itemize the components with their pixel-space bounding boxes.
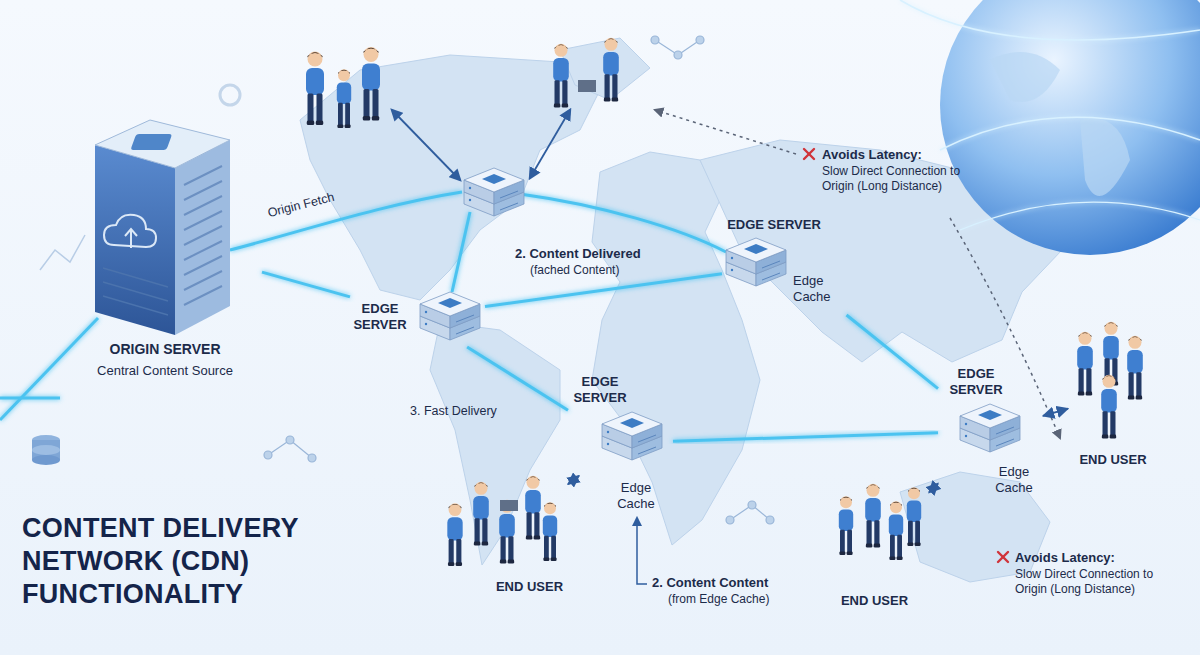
network-link [262,272,350,297]
annotation-label: (fached Content) [530,263,619,278]
network-node: EDGE SERVER Edge Cache [722,215,847,315]
annotation-label: 3. Fast Delivery [410,404,497,420]
cross-mark [804,149,1008,562]
annotation-label: 2. Content Content [652,575,768,591]
node-title: END USER [822,593,927,609]
leader-arrow [637,518,647,584]
annotation-label: Avoids Latency: [1015,550,1115,566]
edge-server-icons [420,168,1020,460]
network-node: END USER [822,478,929,614]
annotation-label: Slow Direct Connection to Origin (Long D… [822,164,967,194]
node-title: EDGE SERVER [946,366,1006,397]
node-title: ORIGIN SERVER [70,341,260,358]
annotation-label: (from Edge Cache) [668,592,769,607]
node-title: EDGE SERVER [570,374,630,405]
network-node: EDGE SERVER Edge Cache [568,372,673,514]
annotation-label: Slow Direct Connection to Origin (Long D… [1015,567,1183,597]
delivery-arrow [929,484,938,493]
node-subtitle: Edge Cache [606,480,666,511]
network-decor [40,36,774,524]
annotation-label: 2. Content Delivered [515,246,641,262]
origin-server: ORIGIN SERVER Central Content Source [70,105,262,385]
database-icon [32,435,60,465]
node-title: EDGE SERVER [350,301,410,332]
network-link [485,274,722,307]
delivery-arrow [568,476,579,485]
laptop [500,500,518,511]
node-title: END USER [1068,452,1158,468]
node-subtitle: Edge Cache [988,464,1040,495]
annotation-label: Avoids Latency: [822,147,922,163]
origin-server-icon [95,120,230,335]
network-link [467,347,568,410]
annotation-label: Origin Fetch [266,190,336,222]
network-link [847,315,939,389]
network-link [673,433,938,442]
node-subtitle: Central Content Source [70,363,260,379]
user-figures [306,38,1143,566]
delivery-arrow [1043,409,1068,416]
network-node: END USER [1068,318,1160,473]
diagram-title: CONTENT DELIVERY NETWORK (CDN) FUNCTIONA… [22,512,352,611]
node-title: EDGE SERVER [724,217,824,233]
network-node: END USER [432,466,579,601]
network-node: EDGE SERVER Edge Cache [938,364,1043,498]
node-subtitle: Edge Cache [793,273,845,304]
user-arrows [392,110,570,180]
network-node: EDGE SERVER [350,285,485,347]
node-title: END USER [482,579,577,595]
globe [900,0,1200,255]
laptop [578,80,596,92]
